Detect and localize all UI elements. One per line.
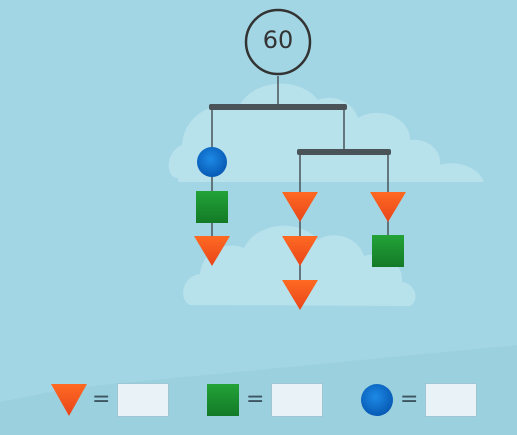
right-sub-bar <box>297 149 391 155</box>
equals-sign: = <box>92 387 111 412</box>
equals-sign: = <box>246 387 265 412</box>
square-shape <box>196 191 228 223</box>
circle-shape <box>197 147 227 177</box>
square-shape <box>372 235 404 267</box>
circle-answer-input[interactable] <box>425 383 477 417</box>
legend-triangle-icon <box>51 384 87 416</box>
equals-sign: = <box>400 387 419 412</box>
top-bar <box>209 104 347 110</box>
total-value: 60 <box>262 26 294 54</box>
triangle-shape <box>282 280 318 310</box>
legend-circle-icon <box>361 384 393 416</box>
triangle-shape <box>282 236 318 266</box>
triangle-shape <box>282 192 318 222</box>
triangle-shape <box>194 236 230 266</box>
triangle-shape <box>370 192 406 222</box>
total-circle <box>244 8 312 76</box>
triangle-answer-input[interactable] <box>117 383 169 417</box>
square-answer-input[interactable] <box>271 383 323 417</box>
legend-square-icon <box>207 384 239 416</box>
